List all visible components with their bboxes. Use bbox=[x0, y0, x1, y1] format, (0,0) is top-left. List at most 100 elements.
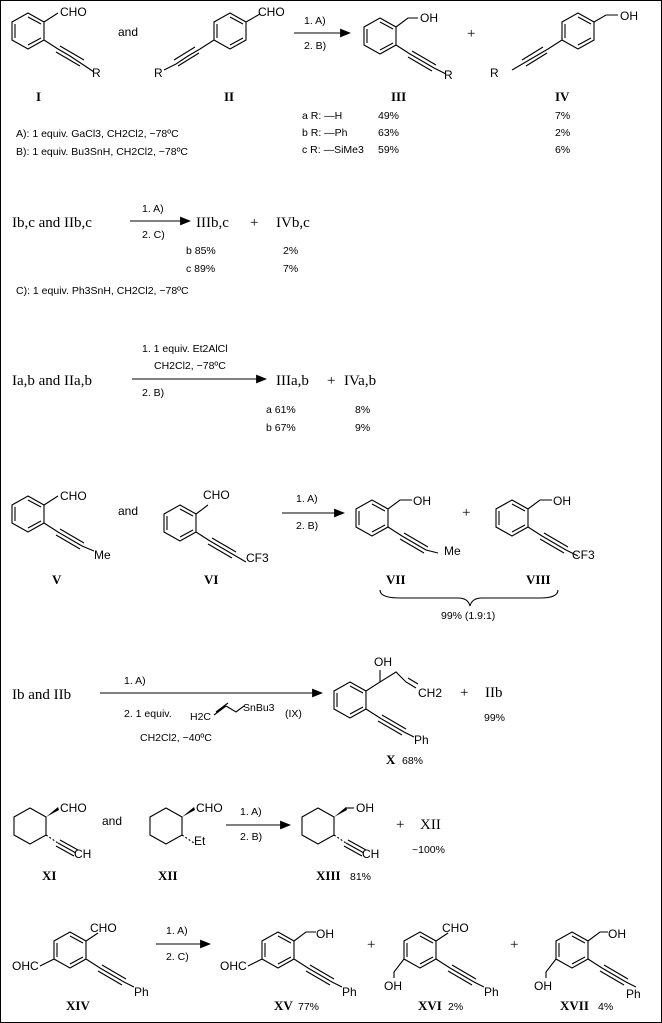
scheme-1: CHO R and CHO R 1. A) 2. B) OH R + bbox=[11, 5, 638, 158]
s2-left: Ib,c and IIb,c bbox=[12, 215, 92, 231]
s2-row-c: c 89% bbox=[186, 263, 215, 275]
s3-left: Ia,b and IIa,b bbox=[12, 373, 92, 389]
s5-step1: 1. A) bbox=[124, 675, 146, 687]
structure-X: OH CH2 Ph bbox=[333, 655, 442, 747]
XVII-oh1: OH bbox=[608, 927, 626, 941]
s2-row-c-IV: 7% bbox=[283, 263, 298, 275]
XV-ohc: OHC bbox=[220, 959, 247, 973]
s2-step2: 2. C) bbox=[142, 229, 165, 241]
and-1: and bbox=[118, 25, 138, 39]
XV-ph: Ph bbox=[342, 985, 357, 999]
X-ch2: CH2 bbox=[418, 686, 442, 700]
structure-XVII: OH OH Ph bbox=[534, 927, 641, 1001]
structure-VI: CHO CF3 bbox=[163, 488, 269, 565]
s3-row-a-IV: 8% bbox=[355, 404, 370, 416]
and-4: and bbox=[118, 504, 138, 518]
IV-oh: OH bbox=[620, 9, 638, 23]
cond-C: C): 1 equiv. Ph3SnH, CH2Cl2, −78ºC bbox=[16, 285, 189, 297]
label-IV: IV bbox=[555, 89, 570, 104]
s5-yield-X: 68% bbox=[402, 755, 423, 767]
XVI-ph: Ph bbox=[484, 985, 499, 999]
s7-yield-XVII: 4% bbox=[598, 1001, 613, 1013]
s5-reagent-tag: (IX) bbox=[285, 708, 302, 720]
s3-row-b-IV: 9% bbox=[355, 422, 370, 434]
label-VII: VII bbox=[386, 572, 406, 587]
s7-step2: 2. C) bbox=[166, 951, 189, 963]
structure-III: OH R bbox=[363, 11, 453, 82]
s1-row-a-IV: 7% bbox=[555, 110, 570, 122]
s6-plus: + bbox=[396, 817, 404, 833]
s7-step1: 1. A) bbox=[166, 925, 188, 937]
scheme-5: Ib and IIb 1. A) 2. 1 equiv. H2C SnBu3 (… bbox=[12, 655, 505, 767]
s3-plus: + bbox=[327, 373, 335, 389]
s6-yield-XIII: 81% bbox=[350, 871, 371, 883]
VII-oh: OH bbox=[413, 494, 431, 508]
II-cho: CHO bbox=[258, 5, 285, 19]
scheme-2: Ib,c and IIb,c 1. A) 2. C) IIIb,c + IVb,… bbox=[12, 203, 310, 297]
scheme-7: CHO OHC Ph XIV 1. A) 2. C) OH OHC Ph XV … bbox=[12, 921, 641, 1013]
XVI-cho: CHO bbox=[442, 921, 469, 935]
label-XV: XV bbox=[274, 998, 293, 1013]
structure-II: CHO R bbox=[154, 5, 285, 80]
structure-XIV: CHO OHC Ph bbox=[12, 921, 149, 999]
XIV-cho: CHO bbox=[90, 921, 117, 935]
IV-r: R bbox=[490, 66, 499, 80]
label-X: X bbox=[386, 752, 396, 767]
X-ph: Ph bbox=[414, 733, 429, 747]
s5-reagent-h2c: H2C bbox=[190, 711, 211, 723]
s1-row-c-IV: 6% bbox=[555, 144, 570, 156]
structure-XII: CHO Et bbox=[149, 801, 223, 848]
s6-yield-XII: ~100% bbox=[412, 844, 445, 856]
X-oh: OH bbox=[374, 655, 392, 669]
s2-product-IV: IVb,c bbox=[276, 215, 310, 231]
II-r: R bbox=[154, 66, 163, 80]
structure-XVI: CHO OH Ph bbox=[384, 921, 499, 999]
s5-step2: 2. 1 equiv. bbox=[124, 708, 172, 720]
s1-row-c: c R: —SiMe3 bbox=[302, 144, 364, 156]
I-cho: CHO bbox=[60, 5, 87, 19]
III-r: R bbox=[444, 68, 453, 82]
s2-row-b-IV: 2% bbox=[283, 245, 298, 257]
XV-oh: OH bbox=[316, 927, 334, 941]
s3-step1a: 1. 1 equiv. Et2AlCl bbox=[142, 343, 228, 355]
s2-product-III: IIIb,c bbox=[196, 215, 229, 231]
s3-step2: 2. B) bbox=[142, 387, 164, 399]
s6-step1: 1. A) bbox=[240, 806, 262, 818]
cond-B: B): 1 equiv. Bu3SnH, CH2Cl2, −78ºC bbox=[16, 146, 188, 158]
s3-product-IV: IVa,b bbox=[344, 373, 376, 389]
XII-cho: CHO bbox=[196, 801, 223, 815]
s6-step2: 2. B) bbox=[240, 831, 262, 843]
label-II: II bbox=[224, 89, 234, 104]
cond-A: A): 1 equiv. GaCl3, CH2Cl2, −78ºC bbox=[16, 128, 179, 140]
VI-cf3: CF3 bbox=[246, 551, 269, 565]
scheme-3: Ia,b and IIa,b 1. 1 equiv. Et2AlCl CH2Cl… bbox=[12, 343, 376, 434]
VII-me: Me bbox=[444, 544, 461, 558]
label-XVI: XVI bbox=[418, 998, 442, 1013]
label-XVII: XVII bbox=[560, 998, 589, 1013]
s5-left: Ib and IIb bbox=[12, 687, 71, 703]
label-XIV: XIV bbox=[66, 998, 90, 1013]
s4-step2: 2. B) bbox=[296, 520, 318, 532]
s1-row-b-III: 63% bbox=[378, 127, 399, 139]
label-I: I bbox=[36, 89, 41, 104]
structure-I: CHO R bbox=[11, 5, 101, 80]
label-V: V bbox=[52, 572, 62, 587]
XII-et: Et bbox=[194, 834, 206, 848]
structure-VII: OH Me bbox=[355, 494, 461, 558]
VIII-oh: OH bbox=[553, 494, 571, 508]
XIV-ph: Ph bbox=[134, 985, 149, 999]
s4-step1: 1. A) bbox=[296, 493, 318, 505]
III-oh: OH bbox=[420, 11, 438, 25]
XVI-oh: OH bbox=[384, 979, 402, 993]
XIII-oh: OH bbox=[356, 801, 374, 815]
s6-XII: XII bbox=[420, 817, 441, 833]
s1-row-a-III: 49% bbox=[378, 110, 399, 122]
scheme-6: CHO CH XI and CHO Et XII 1. A) 2. B) OH … bbox=[13, 801, 445, 883]
label-III: III bbox=[391, 89, 406, 104]
XI-ch: CH bbox=[74, 847, 91, 861]
label-VI: VI bbox=[204, 572, 218, 587]
s3-product-III: IIIa,b bbox=[276, 373, 309, 389]
scheme-4: CHO Me and CHO CF3 1. A) 2. B) OH Me + bbox=[11, 488, 595, 622]
V-cho: CHO bbox=[60, 489, 87, 503]
s5-reagent: SnBu3 bbox=[243, 702, 275, 714]
